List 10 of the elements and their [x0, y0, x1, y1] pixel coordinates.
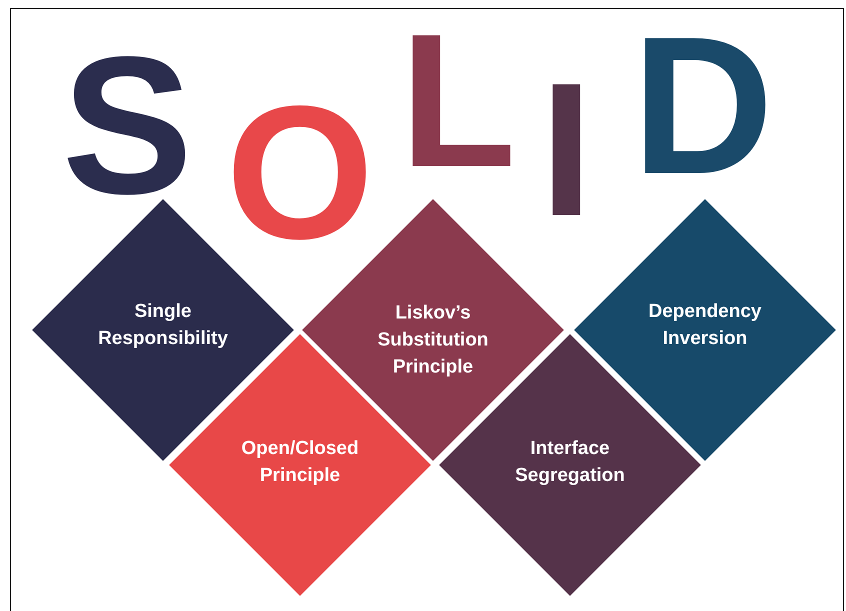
title-letter: O	[226, 78, 374, 268]
title-letter: D	[632, 8, 774, 204]
principle-name: Interface Segregation	[514, 437, 626, 488]
principle-name: Dependency Inversion	[648, 300, 762, 351]
title-letter: L	[400, 6, 516, 196]
title-letter: S	[62, 28, 193, 224]
principle-name: Open/Closed Principle	[240, 437, 360, 488]
principle-name: Single Responsibility	[97, 300, 229, 351]
principle-name: Liskov’s Substitution Principle	[376, 302, 490, 380]
title-letter: I	[540, 55, 593, 245]
